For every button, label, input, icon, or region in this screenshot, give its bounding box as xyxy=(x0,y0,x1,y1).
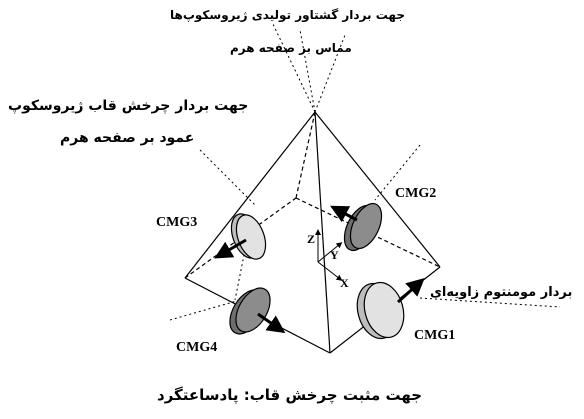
axis-z-label: Z xyxy=(307,232,316,246)
cmg1-label: CMG1 xyxy=(414,328,456,343)
cmg3-wheel xyxy=(214,213,267,260)
cmg2-wheel xyxy=(330,202,383,252)
dotted-guide-lines xyxy=(169,21,561,331)
gimbal-normal-label: عمود بر صفحه هرم xyxy=(60,130,195,146)
gimbal-axis-label: جهت بردار چرخش قاب ژیروسکوپ xyxy=(8,98,249,114)
angular-momentum-label: بردار مومنتوم زاویه‌ای xyxy=(430,285,573,300)
axis-y-label: Y xyxy=(330,248,339,262)
body-axes xyxy=(315,229,343,281)
cmg3-label: CMG3 xyxy=(156,215,198,230)
cmg4-wheel xyxy=(229,287,286,335)
axis-x-label: X xyxy=(340,276,349,290)
cmg1-wheel xyxy=(356,277,425,340)
positive-rotation-label: جهت مثبت چرخش قاب: پادساعتگرد xyxy=(157,386,423,404)
torque-tangent-label: مماس بر صفحه هرم xyxy=(230,41,352,55)
torque-direction-label: جهت بردار گشتاور تولیدی ژیروسکوپ‌ها xyxy=(170,8,405,22)
pyramid-edges xyxy=(184,111,441,354)
cmg2-label: CMG2 xyxy=(395,186,437,201)
cmg4-label: CMG4 xyxy=(176,340,218,355)
